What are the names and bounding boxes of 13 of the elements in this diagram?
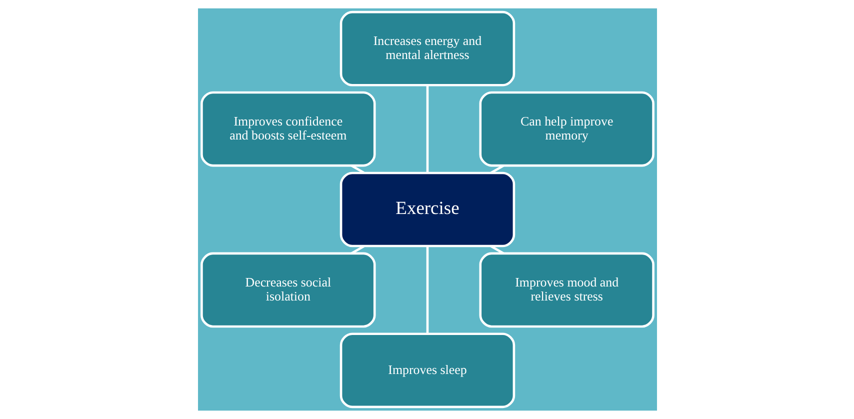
connector [426, 246, 428, 334]
connector [426, 85, 428, 173]
connector [350, 164, 364, 174]
connector [350, 245, 364, 254]
connector [490, 164, 504, 174]
connector [490, 245, 504, 254]
node-box: Improves sleep [339, 332, 515, 408]
node-box: Increases energy and mental alertness [339, 10, 515, 86]
node-box: Improves mood and relieves stress [478, 252, 654, 328]
node-box: Exercise [339, 172, 515, 248]
node-box: Improves confidence and boosts self-esteem [200, 91, 376, 167]
node-box: Decreases social isolation [200, 252, 376, 328]
node-box: Can help improve memory [478, 91, 654, 167]
